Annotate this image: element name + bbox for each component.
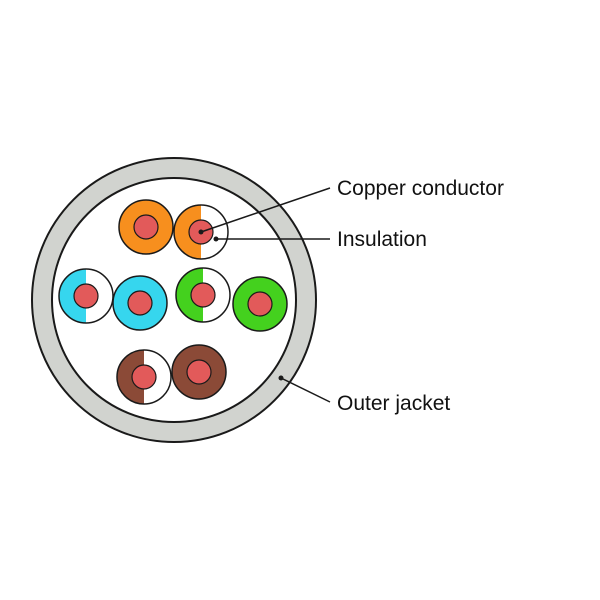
wire-green-striped bbox=[175, 267, 231, 323]
wire-cyan-striped bbox=[58, 268, 114, 324]
leader-copper-conductor bbox=[200, 187, 331, 233]
copper-conductor bbox=[73, 283, 99, 309]
wire-brown-striped bbox=[116, 349, 172, 405]
leader-dot-insulation bbox=[213, 236, 219, 242]
copper-conductor bbox=[127, 290, 153, 316]
leader-outer-jacket bbox=[280, 377, 331, 403]
copper-conductor bbox=[186, 359, 212, 385]
label-insulation: Insulation bbox=[337, 228, 427, 251]
leader-dot-jacket bbox=[278, 375, 284, 381]
label-copper-conductor: Copper conductor bbox=[337, 177, 504, 200]
wire-orange-solid bbox=[118, 199, 174, 255]
wire-brown-solid bbox=[171, 344, 227, 400]
leader-dot-copper bbox=[198, 229, 204, 235]
copper-conductor bbox=[131, 364, 157, 390]
wire-cyan-solid bbox=[112, 275, 168, 331]
label-outer-jacket: Outer jacket bbox=[337, 392, 450, 415]
copper-conductor bbox=[190, 282, 216, 308]
copper-conductor bbox=[133, 214, 159, 240]
copper-conductor bbox=[247, 291, 273, 317]
wire-green-solid bbox=[232, 276, 288, 332]
